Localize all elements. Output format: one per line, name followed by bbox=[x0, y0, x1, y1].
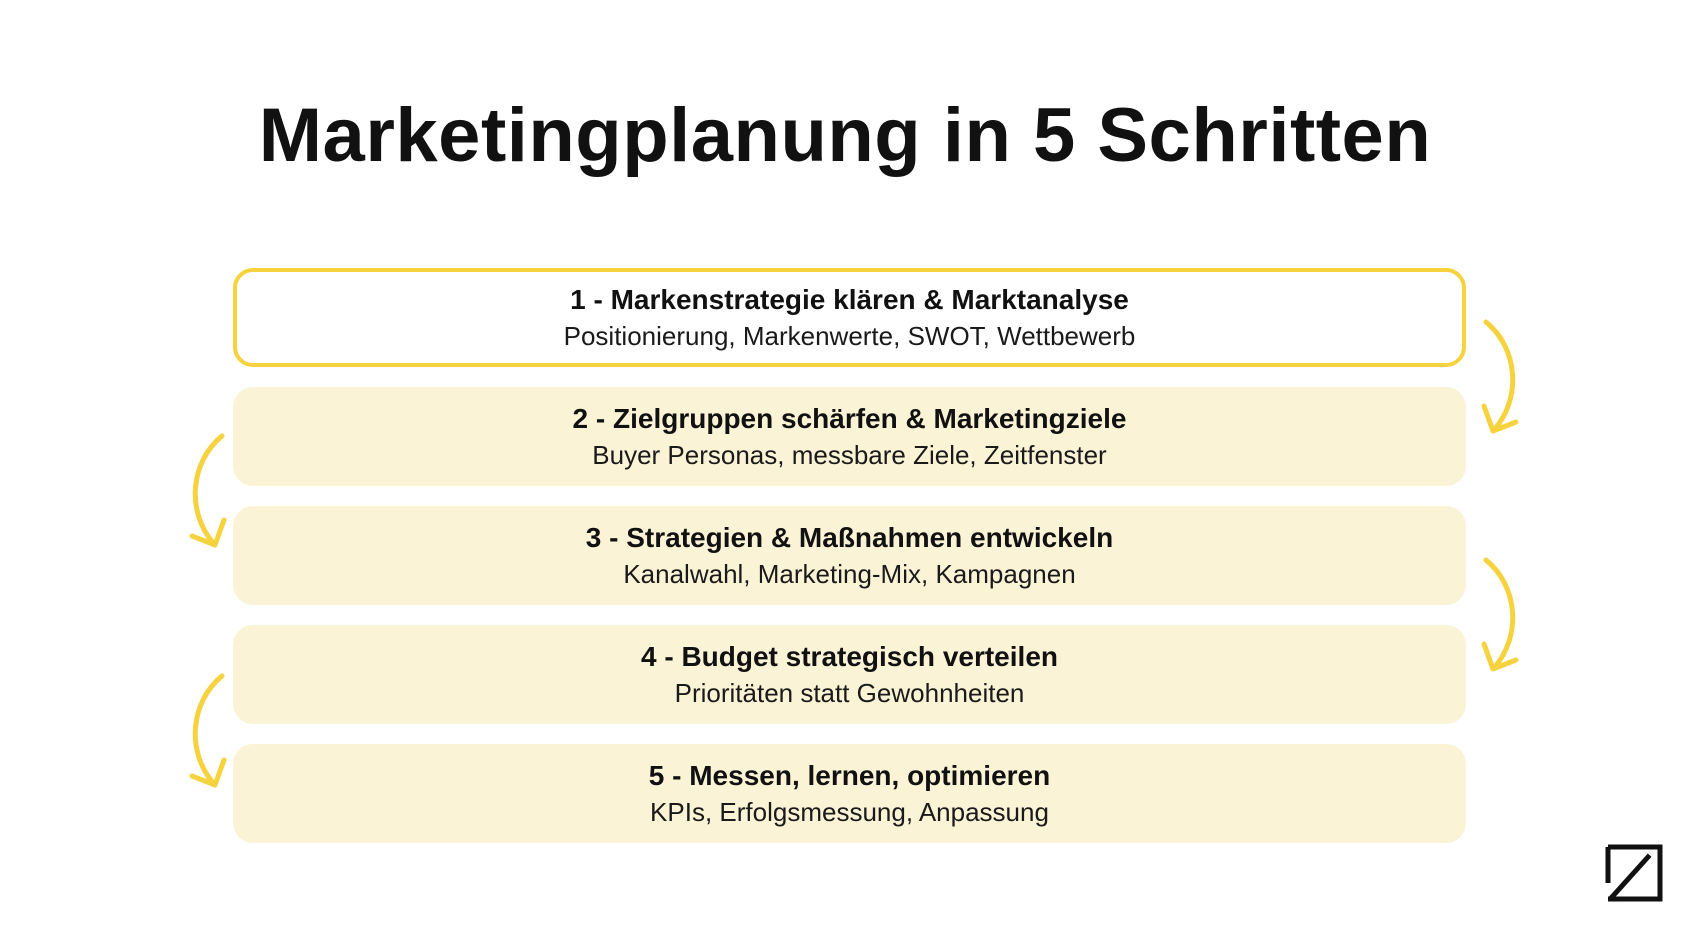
step-2-title: 2 - Zielgruppen schärfen & Marketingziel… bbox=[572, 402, 1127, 434]
step-4-subtitle: Prioritäten statt Gewohnheiten bbox=[674, 677, 1025, 708]
step-3: 3 - Strategien & Maßnahmen entwickeln Ka… bbox=[233, 506, 1466, 605]
step-5: 5 - Messen, lernen, optimieren KPIs, Erf… bbox=[233, 744, 1466, 843]
step-1-title: 1 - Markenstrategie klären & Marktanalys… bbox=[570, 283, 1129, 315]
step-1-subtitle: Positionierung, Markenwerte, SWOT, Wettb… bbox=[563, 320, 1136, 351]
step-5-subtitle: KPIs, Erfolgsmessung, Anpassung bbox=[650, 796, 1049, 827]
step-1: 1 - Markenstrategie klären & Marktanalys… bbox=[233, 268, 1466, 367]
curved-arrow-left-icon bbox=[189, 673, 227, 788]
step-2: 2 - Zielgruppen schärfen & Marketingziel… bbox=[233, 387, 1466, 486]
step-2-subtitle: Buyer Personas, messbare Ziele, Zeitfens… bbox=[592, 439, 1107, 470]
slash-square-logo-icon bbox=[1605, 844, 1663, 902]
curved-arrow-right-icon bbox=[1481, 319, 1519, 434]
step-4-title: 4 - Budget strategisch verteilen bbox=[640, 640, 1058, 672]
step-4: 4 - Budget strategisch verteilen Priorit… bbox=[233, 625, 1466, 724]
step-3-title: 3 - Strategien & Maßnahmen entwickeln bbox=[585, 521, 1114, 553]
step-3-subtitle: Kanalwahl, Marketing-Mix, Kampagnen bbox=[623, 558, 1076, 589]
step-5-title: 5 - Messen, lernen, optimieren bbox=[648, 759, 1051, 791]
curved-arrow-left-icon bbox=[189, 433, 227, 548]
page-title: Marketingplanung in 5 Schritten bbox=[258, 93, 1432, 178]
steps-list: 1 - Markenstrategie klären & Marktanalys… bbox=[233, 268, 1466, 863]
curved-arrow-right-icon bbox=[1481, 557, 1519, 672]
